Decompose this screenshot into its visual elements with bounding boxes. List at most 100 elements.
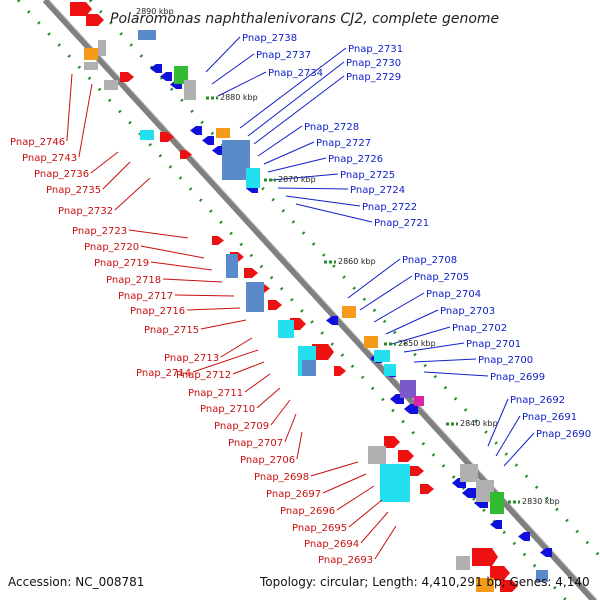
forward-gene-arrow[interactable] bbox=[500, 580, 518, 592]
gene-box[interactable] bbox=[226, 254, 238, 278]
gene-label[interactable]: Pnap_2693 bbox=[318, 555, 373, 566]
gene-box[interactable] bbox=[364, 336, 378, 348]
reverse-gene-arrow[interactable] bbox=[212, 146, 224, 155]
reverse-gene-arrow[interactable] bbox=[462, 488, 476, 498]
gene-label[interactable]: Pnap_2699 bbox=[490, 372, 545, 383]
forward-gene-arrow[interactable] bbox=[268, 300, 282, 310]
reverse-gene-arrow[interactable] bbox=[540, 548, 552, 557]
gene-label[interactable]: Pnap_2695 bbox=[292, 523, 347, 534]
gene-box[interactable] bbox=[374, 350, 390, 362]
gene-box[interactable] bbox=[414, 396, 424, 406]
gene-box[interactable] bbox=[536, 570, 548, 582]
forward-gene-arrow[interactable] bbox=[384, 436, 400, 448]
gene-label[interactable]: Pnap_2715 bbox=[144, 325, 199, 336]
gene-label[interactable]: Pnap_2691 bbox=[522, 412, 577, 423]
gene-label[interactable]: Pnap_2718 bbox=[106, 275, 161, 286]
gene-box[interactable] bbox=[84, 48, 98, 60]
gene-label[interactable]: Pnap_2732 bbox=[58, 206, 113, 217]
reverse-gene-arrow[interactable] bbox=[404, 404, 418, 414]
reverse-gene-arrow[interactable] bbox=[326, 316, 338, 325]
gene-label[interactable]: Pnap_2713 bbox=[164, 353, 219, 364]
gene-label[interactable]: Pnap_2704 bbox=[426, 289, 481, 300]
gene-label[interactable]: Pnap_2694 bbox=[304, 539, 359, 550]
reverse-gene-arrow[interactable] bbox=[160, 72, 172, 81]
forward-gene-arrow[interactable] bbox=[180, 150, 192, 159]
gene-box[interactable] bbox=[460, 464, 478, 482]
gene-box[interactable] bbox=[302, 360, 316, 376]
gene-label[interactable]: Pnap_2729 bbox=[346, 72, 401, 83]
gene-label[interactable]: Pnap_2696 bbox=[280, 506, 335, 517]
gene-label[interactable]: Pnap_2714 bbox=[136, 368, 191, 379]
forward-gene-arrow[interactable] bbox=[398, 450, 414, 462]
gene-label[interactable]: Pnap_2708 bbox=[402, 255, 457, 266]
gene-label[interactable]: Pnap_2731 bbox=[348, 44, 403, 55]
gene-label[interactable]: Pnap_2705 bbox=[414, 272, 469, 283]
reverse-gene-arrow[interactable] bbox=[190, 126, 202, 135]
gene-label[interactable]: Pnap_2737 bbox=[256, 50, 311, 61]
forward-gene-arrow[interactable] bbox=[212, 236, 224, 245]
forward-gene-arrow[interactable] bbox=[410, 466, 424, 476]
gene-label[interactable]: Pnap_2743 bbox=[22, 153, 77, 164]
gene-box[interactable] bbox=[278, 320, 294, 338]
gene-label[interactable]: Pnap_2720 bbox=[84, 242, 139, 253]
gene-box[interactable] bbox=[138, 30, 156, 40]
forward-gene-arrow[interactable] bbox=[490, 566, 510, 580]
forward-gene-arrow[interactable] bbox=[312, 344, 334, 360]
gene-box[interactable] bbox=[98, 40, 106, 56]
forward-gene-arrow[interactable] bbox=[420, 484, 434, 494]
gene-box[interactable] bbox=[174, 66, 188, 84]
gene-box[interactable] bbox=[184, 80, 196, 100]
gene-box[interactable] bbox=[246, 168, 260, 188]
reverse-gene-arrow[interactable] bbox=[150, 64, 162, 73]
forward-gene-arrow[interactable] bbox=[160, 132, 174, 142]
reverse-gene-arrow[interactable] bbox=[490, 520, 502, 529]
gene-box[interactable] bbox=[216, 128, 230, 138]
gene-box[interactable] bbox=[380, 464, 410, 502]
gene-label[interactable]: Pnap_2746 bbox=[10, 137, 65, 148]
gene-label[interactable]: Pnap_2703 bbox=[440, 306, 495, 317]
gene-label[interactable]: Pnap_2725 bbox=[340, 170, 395, 181]
gene-label[interactable]: Pnap_2717 bbox=[118, 291, 173, 302]
gene-label[interactable]: Pnap_2724 bbox=[350, 185, 405, 196]
forward-gene-arrow[interactable] bbox=[86, 14, 104, 26]
reverse-gene-arrow[interactable] bbox=[518, 532, 530, 541]
reverse-gene-arrow[interactable] bbox=[202, 136, 214, 145]
forward-gene-arrow[interactable] bbox=[472, 548, 498, 566]
gene-label[interactable]: Pnap_2709 bbox=[214, 421, 269, 432]
gene-box[interactable] bbox=[384, 364, 396, 376]
gene-box[interactable] bbox=[456, 556, 470, 570]
gene-label[interactable]: Pnap_2735 bbox=[46, 185, 101, 196]
gene-label[interactable]: Pnap_2719 bbox=[94, 258, 149, 269]
gene-label[interactable]: Pnap_2698 bbox=[254, 472, 309, 483]
gene-box[interactable] bbox=[246, 282, 264, 312]
gene-label[interactable]: Pnap_2722 bbox=[362, 202, 417, 213]
gene-label[interactable]: Pnap_2728 bbox=[304, 122, 359, 133]
forward-gene-arrow[interactable] bbox=[244, 268, 258, 278]
gene-box[interactable] bbox=[490, 492, 504, 514]
forward-gene-arrow[interactable] bbox=[120, 72, 134, 82]
gene-box[interactable] bbox=[222, 140, 250, 180]
gene-box[interactable] bbox=[104, 80, 118, 90]
gene-label[interactable]: Pnap_2702 bbox=[452, 323, 507, 334]
gene-box[interactable] bbox=[476, 480, 494, 502]
gene-label[interactable]: Pnap_2701 bbox=[466, 339, 521, 350]
gene-label[interactable]: Pnap_2710 bbox=[200, 404, 255, 415]
gene-box[interactable] bbox=[400, 380, 416, 398]
gene-label[interactable]: Pnap_2716 bbox=[130, 306, 185, 317]
gene-label[interactable]: Pnap_2738 bbox=[242, 33, 297, 44]
gene-box[interactable] bbox=[476, 578, 494, 592]
gene-label[interactable]: Pnap_2727 bbox=[316, 138, 371, 149]
gene-box[interactable] bbox=[84, 62, 98, 70]
gene-label[interactable]: Pnap_2697 bbox=[266, 489, 321, 500]
gene-label[interactable]: Pnap_2734 bbox=[268, 68, 323, 79]
gene-box[interactable] bbox=[140, 130, 154, 140]
gene-label[interactable]: Pnap_2712 bbox=[176, 370, 231, 381]
gene-box[interactable] bbox=[342, 306, 356, 318]
gene-label[interactable]: Pnap_2721 bbox=[374, 218, 429, 229]
gene-label[interactable]: Pnap_2723 bbox=[72, 226, 127, 237]
gene-label[interactable]: Pnap_2700 bbox=[478, 355, 533, 366]
gene-label[interactable]: Pnap_2736 bbox=[34, 169, 89, 180]
forward-gene-arrow[interactable] bbox=[70, 2, 92, 16]
gene-label[interactable]: Pnap_2730 bbox=[346, 58, 401, 69]
gene-label[interactable]: Pnap_2707 bbox=[228, 438, 283, 449]
